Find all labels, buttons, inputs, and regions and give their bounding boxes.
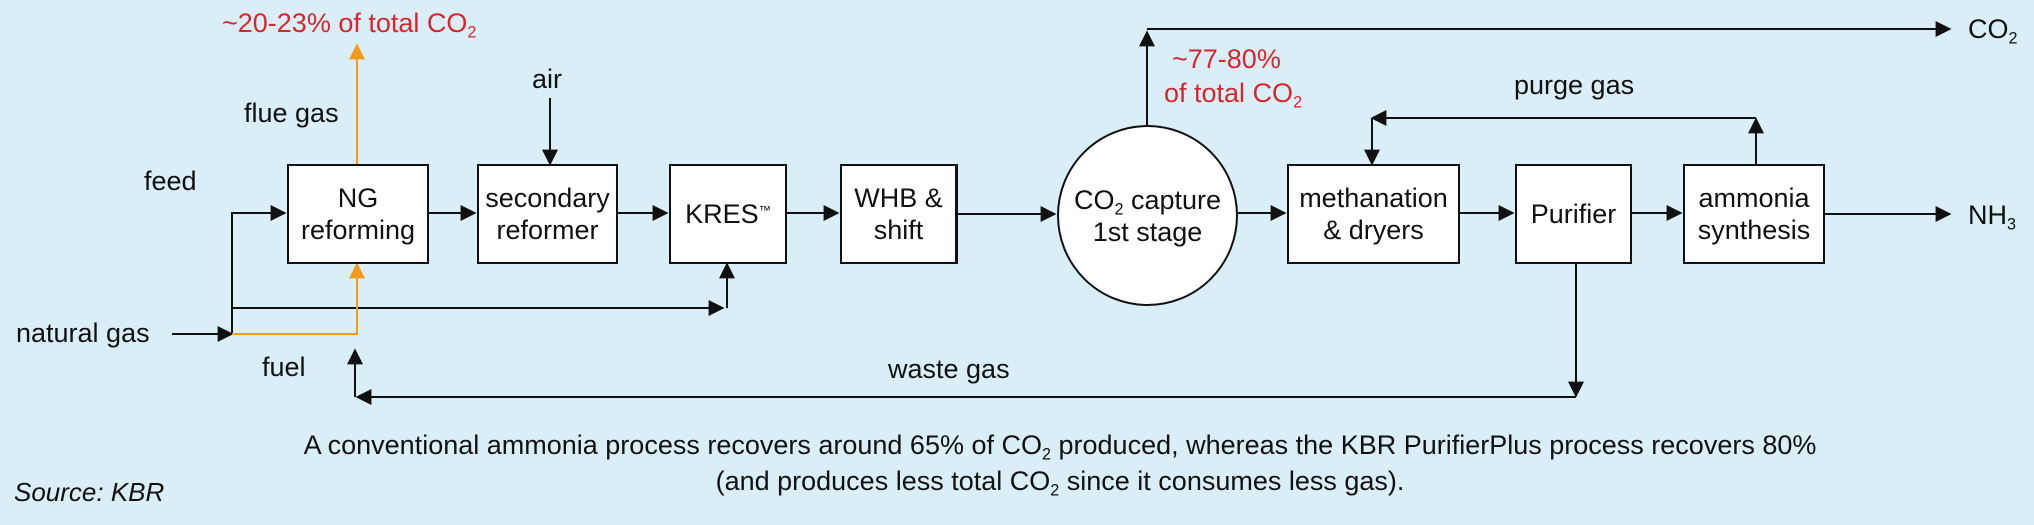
secondary-reformer-line1: secondary [485,183,610,213]
ng-reforming-box: NG reforming [287,164,429,264]
ng-reforming-line2: reforming [300,215,416,245]
source-credit: Source: KBR [14,477,165,507]
ammonia-line2: synthesis [1697,215,1811,245]
methanation-line2: & dryers [1323,215,1424,245]
waste-gas-label: waste gas [888,354,1010,384]
whb-shift-box: WHB & shift [840,164,958,264]
ammonia-synthesis-box: ammonia synthesis [1683,164,1825,264]
nh3-output-label: NH3 [1968,200,2017,234]
natural-gas-label: natural gas [16,318,150,348]
fuel-line [232,262,365,335]
purifier-label: Purifier [1530,199,1617,229]
kres-label: KRES™ [685,199,771,229]
whb-line1: WHB & [854,183,943,213]
ng-reforming-line1: NG [337,183,379,213]
methanation-line1: methanation [1299,183,1448,213]
caption: A conventional ammonia process recovers … [260,427,1860,499]
capture-percentage-line2: of total CO2 [1164,78,1303,112]
ammonia-line1: ammonia [1698,183,1810,213]
co2-capture-circle: CO2 capture 1st stage [1057,125,1238,306]
fuel-label: fuel [262,352,306,382]
methanation-dryers-box: methanation & dryers [1287,164,1460,264]
flue-gas-percentage: ~20-23% of total CO2 [222,8,477,42]
secondary-reformer-line2: reformer [496,215,599,245]
kres-box: KRES™ [669,164,787,264]
purge-gas-label: purge gas [1514,70,1635,100]
co2-capture-line2: 1st stage [1092,216,1203,247]
flue-gas-label: flue gas [244,98,339,128]
whb-line2: shift [873,215,924,245]
caption-line2: (and produces less total CO2 since it co… [715,466,1405,500]
air-label: air [532,64,563,94]
secondary-reformer-box: secondary reformer [477,164,618,264]
feed-line [231,205,287,334]
feed-label: feed [144,166,197,196]
purifier-box: Purifier [1515,164,1632,264]
capture-percentage-line1: ~77-80% [1172,44,1281,74]
co2-output-label: CO2 [1968,14,2018,48]
caption-line1: A conventional ammonia process recovers … [303,430,1817,464]
co2-capture-line1: CO2 capture [1073,184,1222,219]
